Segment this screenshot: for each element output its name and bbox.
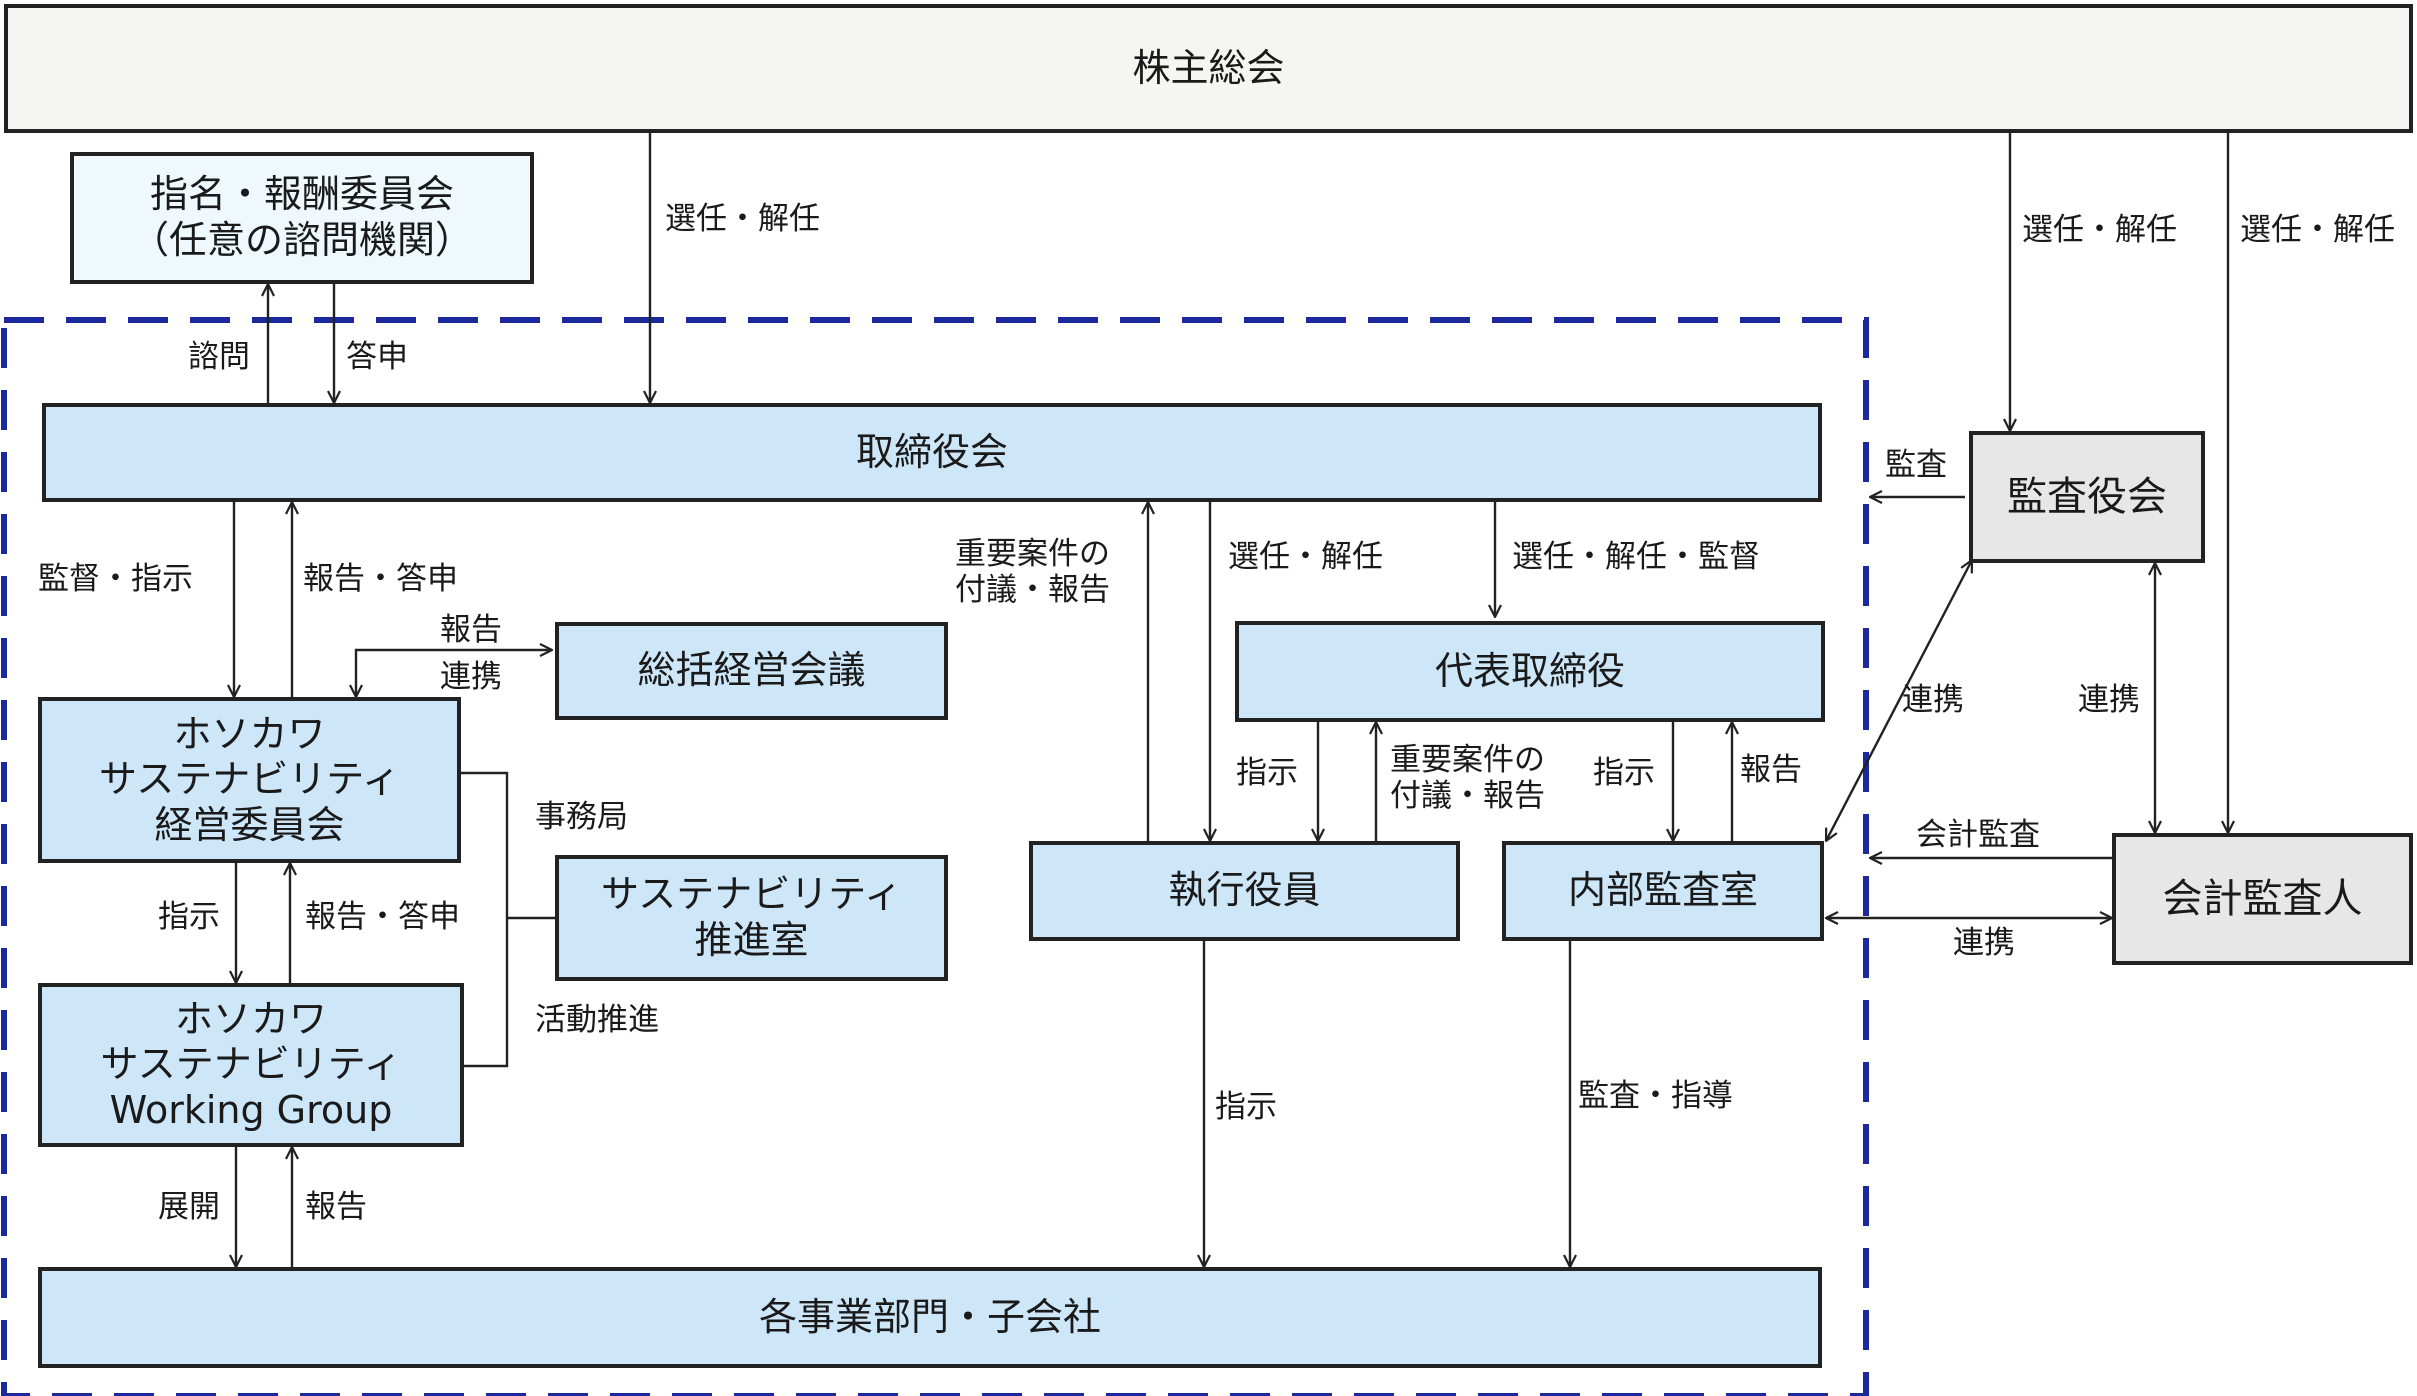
shareholders-meeting-box: 株主総会 — [4, 4, 2413, 133]
label-supervise-instruct: 監督・指示 — [38, 561, 193, 597]
sustainability-committee-line3: 経営委員会 — [154, 802, 345, 847]
audit-board-label: 監査役会 — [2007, 474, 2167, 520]
board-of-directors-box: 取締役会 — [42, 403, 1822, 502]
label-audit-guidance: 監査・指導 — [1578, 1078, 1733, 1114]
executive-officers-label: 執行役員 — [1168, 868, 1321, 913]
label-elect-accounting: 選任・解任 — [2240, 212, 2395, 248]
label-coordinate-audit-accounting: 連携 — [2078, 682, 2140, 718]
accounting-auditor-box: 会計監査人 — [2112, 833, 2413, 965]
label-report-answer-wg: 報告・答申 — [305, 899, 460, 935]
nomination-committee-sublabel: （任意の諮問機関） — [130, 218, 473, 262]
summary-meeting-box: 総括経営会議 — [555, 622, 948, 720]
internal-audit-label: 内部監査室 — [1567, 868, 1758, 913]
label-important-ceo: 重要案件の 付議・報告 — [1390, 742, 1545, 814]
label-important-ceo-line2: 付議・報告 — [1390, 777, 1545, 814]
audit-board-box: 監査役会 — [1969, 431, 2205, 563]
representative-director-label: 代表取締役 — [1434, 648, 1625, 693]
sustainability-office-box: サステナビリティ 推進室 — [555, 855, 948, 981]
label-report-wg: 報告 — [305, 1189, 367, 1225]
label-consult: 諮問 — [188, 339, 250, 375]
label-elect-board: 選任・解任 — [665, 201, 820, 237]
sustainability-office-line1: サステナビリティ — [601, 872, 902, 917]
summary-meeting-label: 総括経営会議 — [637, 648, 866, 693]
working-group-box: ホソカワ サステナビリティ Working Group — [38, 983, 464, 1147]
label-coordinate-summary: 連携 — [440, 659, 502, 695]
label-accounting-audit: 会計監査 — [1916, 817, 2040, 853]
label-report-back: 答申 — [346, 339, 408, 375]
divisions-subsidiaries-label: 各事業部門・子会社 — [758, 1294, 1101, 1339]
label-audit: 監査 — [1885, 447, 1947, 483]
label-report-summary: 報告 — [440, 612, 502, 648]
accounting-auditor-label: 会計監査人 — [2162, 876, 2363, 922]
label-coordinate-audit-internal: 連携 — [1902, 682, 1964, 718]
working-group-line2: サステナビリティ — [100, 1042, 402, 1087]
label-report-answer-board: 報告・答申 — [303, 561, 458, 597]
label-elect-audit-board: 選任・解任 — [2022, 212, 2177, 248]
sustainability-committee-line2: サステナビリティ — [99, 757, 400, 802]
bracket-secretariat — [461, 771, 509, 1068]
label-ceo-instruct-exec: 指示 — [1236, 755, 1298, 791]
executive-boundary — [1, 317, 1869, 1396]
label-important-board: 重要案件の 付議・報告 — [955, 536, 1110, 608]
nomination-committee-box: 指名・報酬委員会 （任意の諮問機関） — [70, 152, 534, 284]
executive-officers-box: 執行役員 — [1029, 841, 1460, 941]
label-activity-promotion: 活動推進 — [535, 1002, 659, 1038]
label-important-board-line2: 付議・報告 — [955, 571, 1110, 608]
label-coordinate-accounting: 連携 — [1953, 925, 2015, 961]
label-ceo-instruct-audit: 指示 — [1593, 755, 1655, 791]
working-group-line1: ホソカワ — [174, 996, 327, 1041]
working-group-line3: Working Group — [109, 1087, 393, 1132]
label-secretariat: 事務局 — [535, 799, 628, 835]
label-important-board-line1: 重要案件の — [955, 536, 1110, 572]
label-instruct-divisions: 指示 — [1215, 1089, 1277, 1125]
label-deploy: 展開 — [158, 1189, 220, 1225]
arrow-coordinate-summary — [356, 650, 552, 697]
board-of-directors-label: 取締役会 — [855, 429, 1008, 474]
divisions-subsidiaries-box: 各事業部門・子会社 — [38, 1267, 1822, 1368]
label-elect-executives: 選任・解任 — [1228, 539, 1383, 575]
nomination-committee-label: 指名・報酬委員会 — [149, 172, 454, 217]
sustainability-committee-box: ホソカワ サステナビリティ 経営委員会 — [38, 697, 461, 863]
arrow-coordinate-audit-internal — [1826, 560, 1972, 841]
internal-audit-box: 内部監査室 — [1502, 841, 1824, 941]
sustainability-office-line2: 推進室 — [694, 918, 809, 962]
representative-director-box: 代表取締役 — [1235, 621, 1825, 722]
label-audit-report-ceo: 報告 — [1740, 752, 1802, 788]
label-important-ceo-line1: 重要案件の — [1390, 742, 1545, 778]
shareholders-meeting-label: 株主総会 — [1132, 45, 1285, 90]
sustainability-committee-line1: ホソカワ — [173, 711, 326, 756]
label-instruct-wg: 指示 — [158, 899, 220, 935]
label-elect-supervise-ceo: 選任・解任・監督 — [1512, 539, 1760, 575]
